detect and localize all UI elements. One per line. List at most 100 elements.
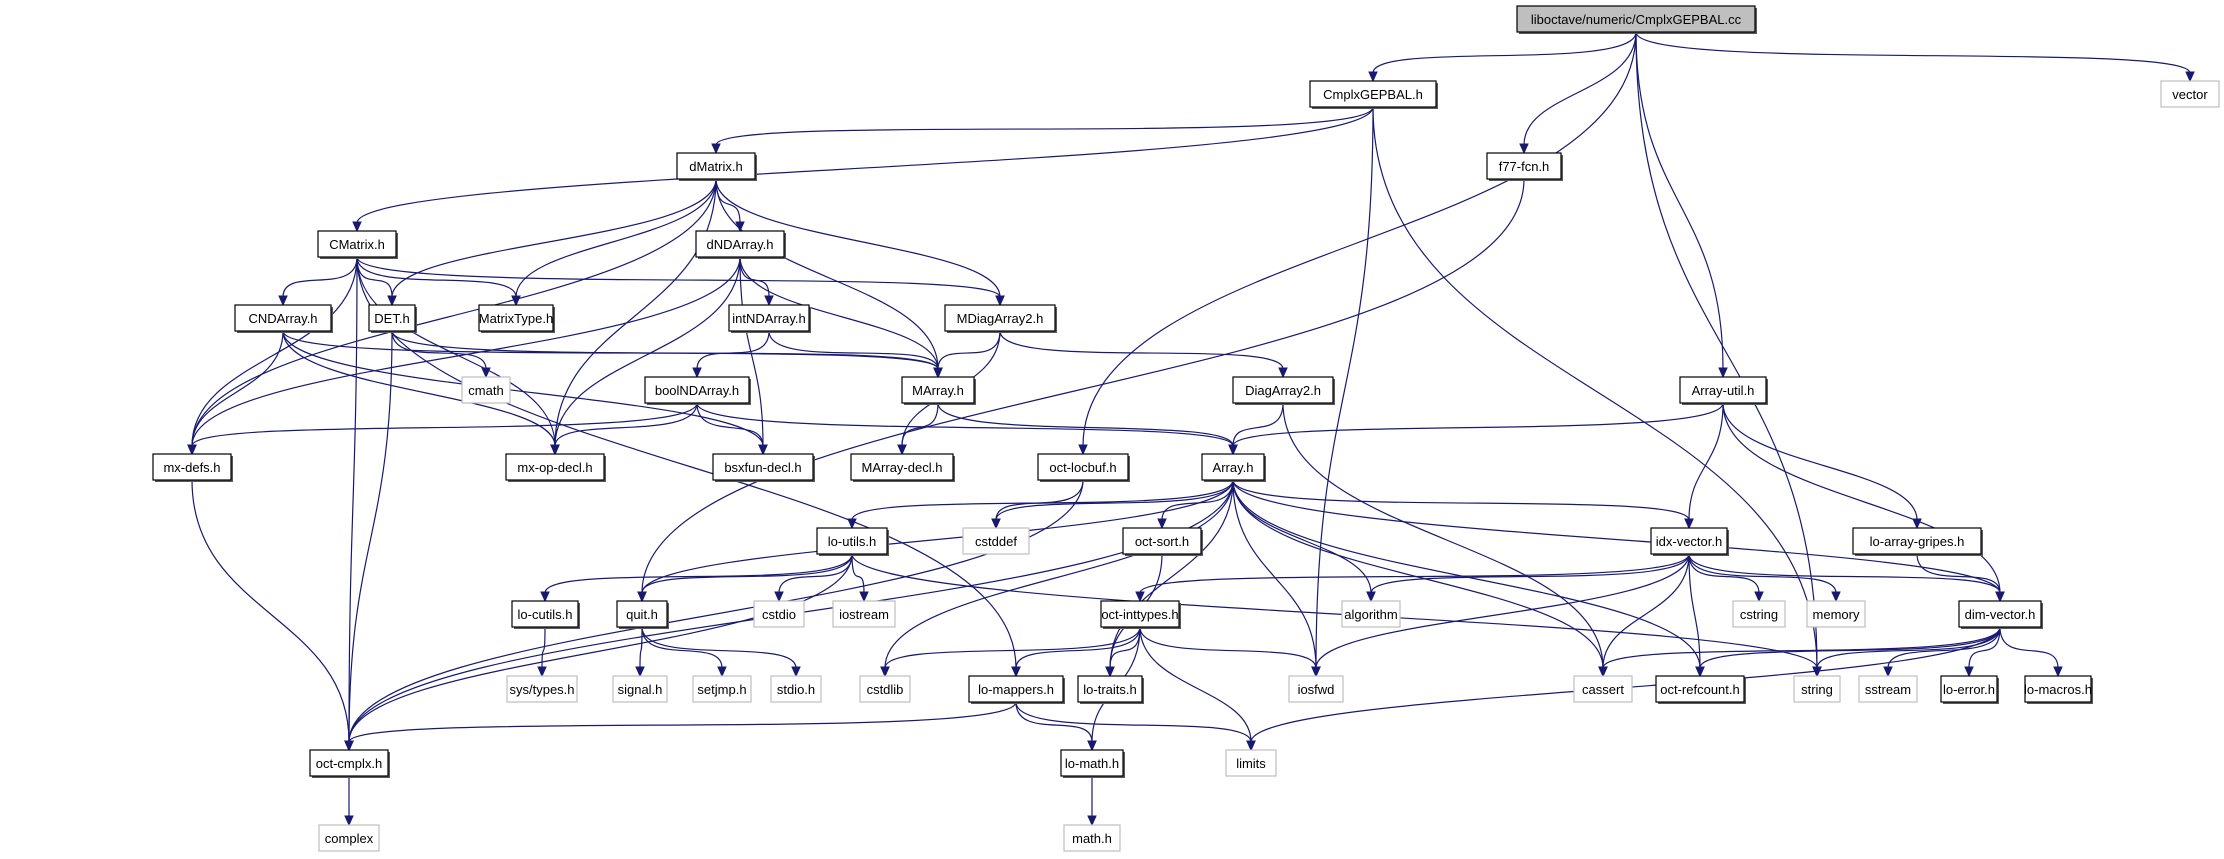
node-lo-math-h[interactable]: lo-math.h [1060, 749, 1125, 778]
node-oct-refcount-h[interactable]: oct-refcount.h [1655, 675, 1746, 704]
node-oct-locbuf-h[interactable]: oct-locbuf.h [1037, 453, 1130, 482]
node-box [753, 600, 805, 628]
node-label: oct-locbuf.h [1049, 460, 1116, 475]
edge-intNDArray_h-to-boolNDArray_h [696, 330, 770, 370]
node-lo-array-gripes-h[interactable]: lo-array-gripes.h [1852, 527, 1983, 556]
node-dMatrix-h[interactable]: dMatrix.h [676, 152, 757, 181]
node-DiagArray2-h[interactable]: DiagArray2.h [1232, 376, 1335, 405]
arrowhead-icon [187, 444, 197, 456]
edge-dMatrix_h-to-mx_op_decl_h [554, 178, 717, 447]
arrowhead-icon [635, 666, 645, 678]
arrowhead-icon [1684, 518, 1694, 530]
node-CMatrix-h[interactable]: CMatrix.h [317, 230, 398, 259]
edge-Array_util_h-to-lo_array_gripes_h [1722, 402, 1918, 521]
arrowhead-icon [711, 143, 721, 155]
node-oct-inttypes-h[interactable]: oct-inttypes.h [1100, 600, 1181, 629]
edge-CMatrix_h-to-MatrixType_h [356, 256, 517, 298]
node-MArray-decl-h[interactable]: MArray-decl.h [850, 453, 955, 482]
node-lo-error-h[interactable]: lo-error.h [1940, 675, 1999, 704]
node-box [1732, 600, 1786, 628]
arrowhead-icon [1995, 591, 2005, 603]
node-string: string [1793, 675, 1841, 703]
node-box [368, 304, 416, 332]
node-dNDArray-h[interactable]: dNDArray.h [695, 230, 786, 259]
node-label: cstring [1740, 607, 1778, 622]
node-box [692, 675, 752, 703]
node-oct-cmplx-h[interactable]: oct-cmplx.h [309, 749, 390, 778]
arrowhead-icon [1078, 444, 1088, 456]
edge-MDiagArray2_h-to-DiagArray2_h [999, 330, 1284, 370]
edge-idx_vector_h-to-memory [1688, 553, 1837, 594]
edge-root-to-oct_locbuf_h [1082, 31, 1637, 447]
node-box [505, 453, 605, 481]
node-bsxfun-decl-h[interactable]: bsxfun-decl.h [712, 453, 815, 482]
arrowhead-icon [550, 444, 560, 456]
node-DET-h[interactable]: DET.h [368, 304, 417, 333]
node-dim-vector-h[interactable]: dim-vector.h [1958, 600, 2043, 629]
edge-CMatrix_h-to-lo_mappers_h [356, 256, 1017, 669]
edge-Array_h-to-dim_vector_h [1232, 479, 2001, 594]
node-box [1958, 600, 2042, 628]
node-box [2160, 80, 2220, 108]
edge-CNDArray_h-to-mx_op_decl_h [282, 330, 556, 447]
node-MatrixType-h[interactable]: MatrixType.h [478, 304, 555, 333]
node-label: cstddef [975, 534, 1017, 549]
node-lo-mappers-h[interactable]: lo-mappers.h [968, 675, 1065, 704]
node-box [152, 453, 232, 481]
node-lo-utils-h[interactable]: lo-utils.h [816, 527, 889, 556]
edge-CMatrix_h-to-CNDArray_h [282, 256, 358, 298]
node-intNDArray-h[interactable]: intNDArray.h [728, 304, 811, 333]
arrowhead-icon [774, 591, 784, 603]
node-label: dNDArray.h [707, 237, 774, 252]
node-lo-cutils-h[interactable]: lo-cutils.h [511, 600, 580, 629]
node-f77-fcn-h[interactable]: f77-fcn.h [1486, 152, 1563, 181]
node-sys-types-h: sys/types.h [506, 675, 578, 703]
edge-quit_h-to-signal_h [639, 626, 643, 669]
node-box [1063, 824, 1121, 852]
node-label: iosfwd [1298, 682, 1335, 697]
node-lo-traits-h[interactable]: lo-traits.h [1077, 675, 1144, 704]
arrowhead-icon [344, 740, 354, 752]
node-math-h: math.h [1063, 824, 1121, 852]
node-MDiagArray2-h[interactable]: MDiagArray2.h [944, 304, 1057, 333]
node-label: stdio.h [777, 682, 815, 697]
node-quit-h[interactable]: quit.h [616, 600, 669, 629]
node-boolNDArray-h[interactable]: boolNDArray.h [644, 376, 751, 405]
arrowhead-icon [1278, 367, 1288, 379]
node-root[interactable]: liboctave/numeric/CmplxGEPBAL.cc [1516, 5, 1757, 34]
node-oct-sort-h[interactable]: oct-sort.h [1122, 527, 1203, 556]
edge-boolNDArray_h-to-bsxfun_decl_h [696, 402, 764, 447]
node-label: mx-defs.h [163, 460, 220, 475]
arrowhead-icon [278, 295, 288, 307]
node-Array-util-h[interactable]: Array-util.h [1679, 376, 1768, 405]
node-box [318, 824, 380, 852]
arrowhead-icon [933, 367, 943, 379]
node-lo-macros-h[interactable]: lo-macros.h [2024, 675, 2093, 704]
node-CNDArray-h[interactable]: CNDArray.h [234, 304, 333, 333]
arrowhead-icon [1087, 815, 1097, 827]
edge-lo_utils_h-to-string [851, 553, 1818, 669]
arrowhead-icon [880, 666, 890, 678]
node-Array-h[interactable]: Array.h [1201, 453, 1266, 482]
arrowhead-icon [1598, 666, 1608, 678]
node-box [1806, 600, 1866, 628]
node-mx-defs-h[interactable]: mx-defs.h [152, 453, 233, 482]
edge-lo_utils_h-to-oct_cmplx_h [348, 553, 853, 743]
node-box [1122, 527, 1202, 555]
edge-CmplxGEPBAL_h-to-iosfwd [1315, 106, 1374, 669]
arrowhead-icon [1368, 71, 1378, 83]
arrowhead-icon [1087, 740, 1097, 752]
node-label: idx-vector.h [1656, 534, 1722, 549]
node-mx-op-decl-h[interactable]: mx-op-decl.h [505, 453, 606, 482]
edge-boolNDArray_h-to-mx_op_decl_h [554, 402, 698, 447]
edge-dim_vector_h-to-sstream [1887, 626, 2001, 669]
node-CmplxGEPBAL-h[interactable]: CmplxGEPBAL.h [1309, 80, 1438, 109]
node-idx-vector-h[interactable]: idx-vector.h [1650, 527, 1729, 556]
node-box [1486, 152, 1562, 180]
edge-dim_vector_h-to-oct_refcount_h [1699, 626, 2001, 669]
node-label: math.h [1072, 831, 1112, 846]
node-label: bsxfun-decl.h [724, 460, 801, 475]
edge-intNDArray_h-to-MArray_h [768, 330, 939, 370]
node-MArray-h[interactable]: MArray.h [901, 376, 976, 405]
